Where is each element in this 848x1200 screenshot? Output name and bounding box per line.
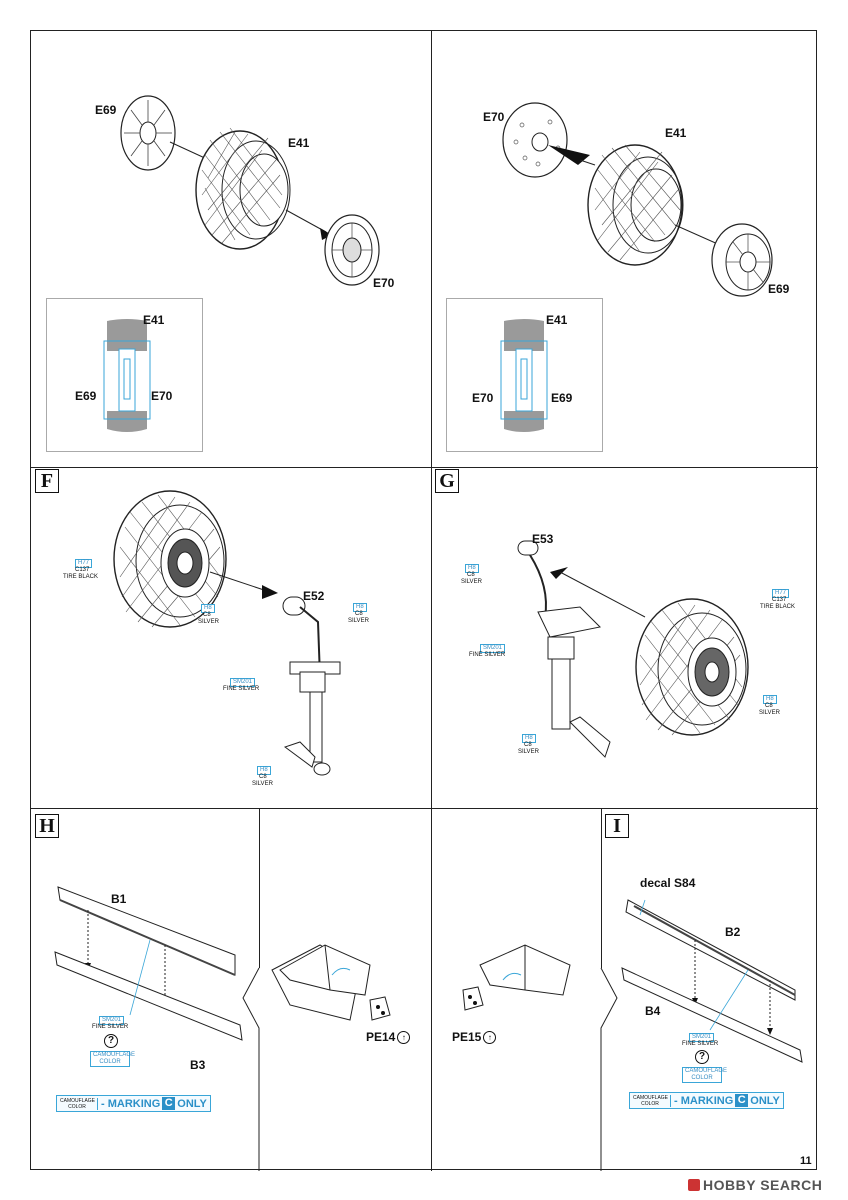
wheel-cross-section-left	[103, 319, 151, 432]
color-code-sm201-h: SM201	[99, 1016, 125, 1025]
pe15-text: PE15	[452, 1030, 482, 1044]
divider-h-left	[259, 808, 260, 968]
color-sub-c137-g: C137	[772, 597, 787, 603]
marking-camouflage-label-h: CAMOUFLAGE COLOR	[57, 1097, 98, 1110]
marking-badge-h: CAMOUFLAGE COLOR - MARKING C ONLY	[56, 1095, 211, 1112]
color-name-silver-g-1: SILVER	[461, 579, 482, 585]
color-sub-c8-f-3: C8	[259, 774, 267, 780]
color-name-fine-silver-i: FINE SILVER	[682, 1041, 719, 1047]
color-name-silver-f-1: SILVER	[198, 619, 219, 625]
inset-cross-section-right	[446, 298, 603, 452]
step-f-badge: F	[35, 469, 59, 493]
marking-letter-i: C	[735, 1094, 749, 1107]
marking-letter-h: C	[162, 1097, 176, 1110]
marking-badge-i: CAMOUFLAGE COLOR - MARKING C ONLY	[629, 1092, 784, 1109]
color-code-h8-f-2: H8	[353, 603, 367, 612]
color-code-h8-f-1: H8	[201, 604, 215, 613]
part-label-e69: E69	[95, 103, 117, 117]
color-name-silver-g-3: SILVER	[518, 749, 539, 755]
divider-i-left	[601, 808, 602, 968]
color-sub-c137-f: C137	[75, 567, 90, 573]
watermark-text: HOBBY SEARCH	[703, 1177, 823, 1193]
inset-label-e70-left: E70	[151, 389, 173, 403]
part-label-e52: E52	[303, 589, 325, 603]
part-label-b2: B2	[725, 925, 741, 939]
marking-prefix-h: - MARKING	[101, 1097, 161, 1110]
color-sub-c8-f-1: C8	[203, 612, 211, 618]
color-code-h77-g: H77	[772, 589, 790, 598]
inset-label-e41-right: E41	[546, 313, 568, 327]
wheel-assembly-right-drawing	[502, 102, 773, 297]
color-name-tire-black-f: TIRE BLACK	[63, 574, 99, 580]
question-mark-icon-h: ?	[104, 1034, 118, 1048]
marking-suffix-h: ONLY	[177, 1097, 207, 1110]
color-code-sm201-f: SM201	[230, 678, 256, 687]
color-sub-c8-f-2: C8	[355, 611, 363, 617]
pe14-drawing	[279, 944, 391, 1021]
marking-prefix-i: - MARKING	[674, 1094, 734, 1107]
inset-label-e69-right: E69	[551, 391, 573, 405]
step-h-badge: H	[35, 814, 59, 838]
divider-horizontal-2	[31, 808, 818, 809]
rotate-arrow-icon-pe15: ↑	[483, 1031, 497, 1045]
watermark-logo-icon	[688, 1179, 700, 1191]
pe14-text: PE14	[366, 1030, 396, 1044]
step-g-badge: G	[435, 469, 459, 493]
camouflage-color-box-h: CAMOUFLAGE COLOR	[90, 1051, 135, 1067]
part-label-e53: E53	[532, 532, 554, 546]
step-i-badge: I	[605, 814, 629, 838]
color-code-h8-f-3: H8	[257, 766, 271, 775]
color-code-sm201-i: SM201	[689, 1033, 715, 1042]
inset-label-e69-left: E69	[75, 389, 97, 403]
divider-horizontal-1	[31, 467, 818, 468]
color-name-fine-silver-f: FINE SILVER	[223, 686, 260, 692]
part-label-e69-right: E69	[768, 282, 790, 296]
color-code-h8-g-1: H8	[465, 564, 479, 573]
inset-cross-section-left	[46, 298, 203, 452]
color-code-sm201-g: SM201	[480, 644, 506, 653]
step-h-drawing	[54, 886, 361, 1041]
page-number: 11	[800, 1155, 812, 1167]
camouflage-color-box-i: CAMOUFLAGE COLOR	[682, 1067, 727, 1083]
part-label-e70: E70	[373, 276, 395, 290]
divider-h-center	[431, 808, 432, 1171]
color-name-fine-silver-h: FINE SILVER	[92, 1024, 129, 1030]
color-name-silver-g-2: SILVER	[759, 710, 780, 716]
inset-label-e70-right: E70	[472, 391, 494, 405]
color-sub-c8-g-2: C8	[765, 703, 773, 709]
wheel-assembly-left-drawing	[120, 95, 380, 286]
color-name-silver-f-2: SILVER	[348, 618, 369, 624]
color-name-fine-silver-g: FINE SILVER	[469, 652, 506, 658]
pe14-label: PE14↑	[366, 1030, 411, 1045]
marking-camouflage-label-i: CAMOUFLAGE COLOR	[630, 1094, 671, 1107]
part-label-e41: E41	[288, 136, 310, 150]
question-mark-icon-i: ?	[695, 1050, 709, 1064]
divider-vertical	[431, 31, 432, 808]
part-label-b3: B3	[190, 1058, 206, 1072]
color-code-h77-f: H77	[75, 559, 93, 568]
panel-zigzag-left	[242, 967, 618, 1171]
part-label-b4: B4	[645, 1004, 661, 1018]
color-code-h8-g-2: H8	[763, 695, 777, 704]
color-code-h8-g-3: H8	[522, 734, 536, 743]
step-g-drawing	[517, 540, 749, 758]
step-f-drawing	[113, 490, 341, 776]
color-name-tire-black-g: TIRE BLACK	[760, 604, 796, 610]
watermark: HOBBY SEARCH	[688, 1177, 822, 1193]
color-sub-c8-g-3: C8	[524, 742, 532, 748]
wheel-cross-section-right	[500, 319, 548, 432]
step-i-drawing	[621, 899, 803, 1063]
rotate-arrow-icon-pe14: ↑	[397, 1031, 411, 1045]
decal-label-s84: decal S84	[640, 876, 696, 890]
part-label-b1: B1	[111, 892, 127, 906]
pe15-label: PE15↑	[452, 1030, 497, 1045]
color-sub-c8-g-1: C8	[467, 572, 475, 578]
inset-label-e41-left: E41	[143, 313, 165, 327]
part-label-e41-right: E41	[665, 126, 687, 140]
marking-suffix-i: ONLY	[750, 1094, 780, 1107]
color-name-silver-f-3: SILVER	[252, 781, 273, 787]
part-label-e70-right: E70	[483, 110, 505, 124]
instruction-sheet	[30, 30, 818, 1171]
pe15-drawing	[462, 944, 571, 1011]
